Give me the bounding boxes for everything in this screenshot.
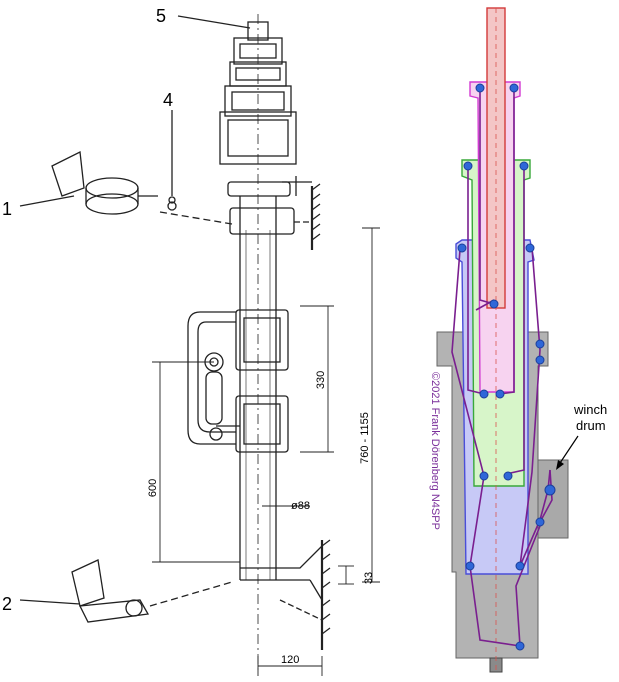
dim-lower-height: 600 bbox=[147, 479, 159, 497]
pulley bbox=[503, 471, 513, 481]
winch-arrow-head bbox=[556, 460, 564, 470]
part-4-bolt bbox=[168, 110, 176, 204]
pulley bbox=[535, 339, 545, 349]
pulley bbox=[479, 471, 489, 481]
pulley bbox=[509, 83, 519, 93]
dimension-lines bbox=[152, 227, 380, 676]
dim-bottom-offset: 33 bbox=[363, 572, 375, 584]
right-schematic bbox=[436, 7, 579, 673]
pulley bbox=[463, 161, 473, 171]
pulley bbox=[479, 389, 489, 399]
copyright-credit: ©2021 Frank Dörenberg N4SPP bbox=[429, 372, 441, 530]
callout-4: 4 bbox=[163, 90, 173, 110]
lower-wall-bracket bbox=[240, 539, 331, 650]
dim-total-length: 760 - 1155 bbox=[359, 412, 371, 464]
left-technical-drawing bbox=[19, 14, 380, 676]
top-section-stack bbox=[219, 21, 297, 165]
cable-routing bbox=[451, 88, 553, 647]
dim-base-width: 120 bbox=[281, 654, 299, 666]
pulley bbox=[519, 161, 529, 171]
winch-drum bbox=[544, 484, 556, 496]
pulleys bbox=[457, 83, 556, 651]
winch-housing-block bbox=[537, 459, 569, 539]
dim-diameter: ø88 bbox=[291, 500, 310, 512]
pulley bbox=[515, 641, 525, 651]
pulley bbox=[535, 355, 545, 365]
callout-2: 2 bbox=[2, 594, 12, 614]
callout-leader-1 bbox=[19, 195, 75, 207]
pulley bbox=[515, 561, 525, 571]
upper-wall-bracket bbox=[294, 183, 321, 250]
part-2-base-plate bbox=[71, 559, 233, 623]
part-5-top-cap bbox=[177, 15, 251, 29]
upper-clamp bbox=[227, 176, 312, 235]
part-1-clamp bbox=[51, 151, 233, 225]
winch-label-line1: winch bbox=[573, 402, 607, 417]
pulley bbox=[535, 517, 545, 527]
winch-label-line2: drum bbox=[576, 418, 606, 433]
callout-leader-2 bbox=[19, 599, 81, 605]
winch-housing bbox=[187, 309, 289, 453]
pulley bbox=[525, 243, 535, 253]
dim-handle-spacing: 330 bbox=[315, 371, 327, 389]
pulley bbox=[457, 243, 467, 253]
pulley bbox=[475, 83, 485, 93]
callout-5: 5 bbox=[156, 6, 166, 26]
main-tube bbox=[239, 196, 277, 580]
pulley bbox=[489, 299, 499, 309]
winch-arrow bbox=[557, 435, 579, 467]
callout-1: 1 bbox=[2, 199, 12, 219]
pulley bbox=[465, 561, 475, 571]
pulley bbox=[495, 389, 505, 399]
